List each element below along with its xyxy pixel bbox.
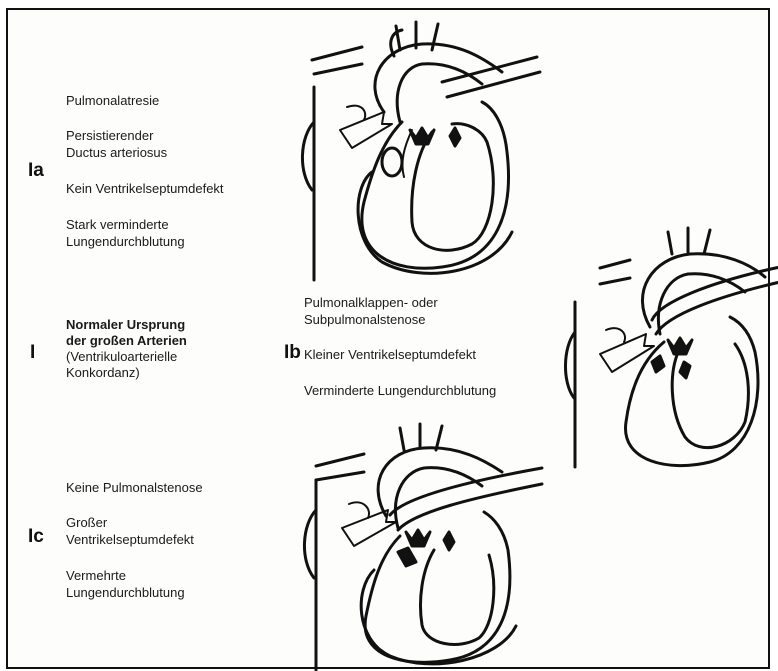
Ic-keine-stenose: Keine Pulmonalstenose <box>66 479 203 496</box>
I-konkordanz: Konkordanz) <box>66 364 140 381</box>
Ia-stark: Stark verminderte <box>66 216 169 233</box>
label-I: I <box>30 342 35 364</box>
heart-Ic-illustration <box>294 420 544 670</box>
Ib-kleiner-vsd: Kleiner Ventrikelseptumdefekt <box>304 346 476 363</box>
Ib-subpulmonal: Subpulmonalstenose <box>304 311 425 328</box>
Ic-grosser: Großer <box>66 514 107 531</box>
heart-Ia-illustration <box>292 12 542 282</box>
Ia-lungen: Lungendurchblutung <box>66 233 185 250</box>
Ia-ductus: Ductus arteriosus <box>66 144 167 161</box>
Ib-verminderte: Verminderte Lungendurchblutung <box>304 382 496 399</box>
Ia-pulmonalatresie: Pulmonalatresie <box>66 92 159 109</box>
Ia-kein-vsd: Kein Ventrikelseptumdefekt <box>66 180 224 197</box>
Ib-klappen: Pulmonalklappen- oder <box>304 294 438 311</box>
Ic-lungen: Lungendurchblutung <box>66 584 185 601</box>
label-Ic: Ic <box>28 526 44 548</box>
heart-Ib-illustration <box>560 222 778 472</box>
label-Ia: Ia <box>28 160 44 182</box>
I-ventrikuloarterielle: (Ventrikuloarterielle <box>66 348 177 365</box>
Ia-persistierender: Persistierender <box>66 127 153 144</box>
Ic-vermehrte: Vermehrte <box>66 567 126 584</box>
Ic-vsd: Ventrikelseptumdefekt <box>66 531 194 548</box>
label-Ib: Ib <box>284 342 301 364</box>
I-normaler-ursprung: Normaler Ursprung <box>66 316 185 333</box>
I-grossen-arterien: der großen Arterien <box>66 332 187 349</box>
